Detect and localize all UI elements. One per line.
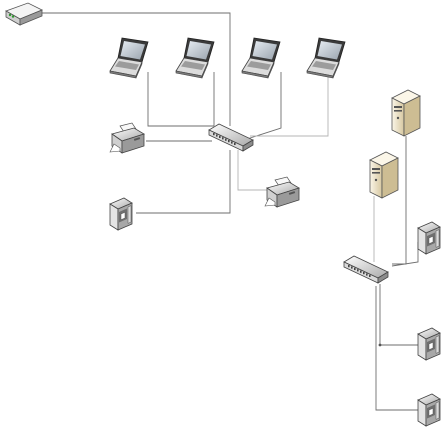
printer-icon [109, 122, 145, 154]
cable-printer-2-switch-1 [237, 150, 272, 191]
laptop-icon [241, 37, 281, 79]
laptop-icon [306, 37, 346, 79]
server-tower-icon [369, 151, 399, 199]
cable-junction [378, 343, 382, 347]
cable-scanner-1-switch-1 [136, 150, 231, 214]
cables-switch-1 [38, 12, 329, 214]
switch-icon [343, 255, 389, 284]
scanner-icon [417, 221, 441, 255]
laptop-icon [175, 37, 215, 79]
laptop-icon [109, 37, 149, 79]
cable-scanner-4-switch-2 [375, 286, 418, 411]
scanner-icon [417, 327, 441, 361]
cable-scanner-2-switch-2 [391, 242, 419, 267]
cable-modem-switch-1 [38, 12, 231, 126]
scanner-icon [417, 393, 441, 427]
scanner-icon [109, 197, 133, 231]
cable-laptop-4-switch-1 [250, 76, 329, 137]
server-tower-icon [391, 89, 421, 137]
cable-scanner-3-switch-2 [379, 284, 418, 346]
switch-icon [208, 123, 254, 152]
cable-laptop-3-switch-1 [243, 72, 282, 141]
printer-icon [264, 176, 300, 208]
cable-laptop-1-switch-1 [147, 72, 214, 127]
modem-icon [5, 2, 43, 26]
cable-server-1-switch-2 [392, 136, 407, 265]
